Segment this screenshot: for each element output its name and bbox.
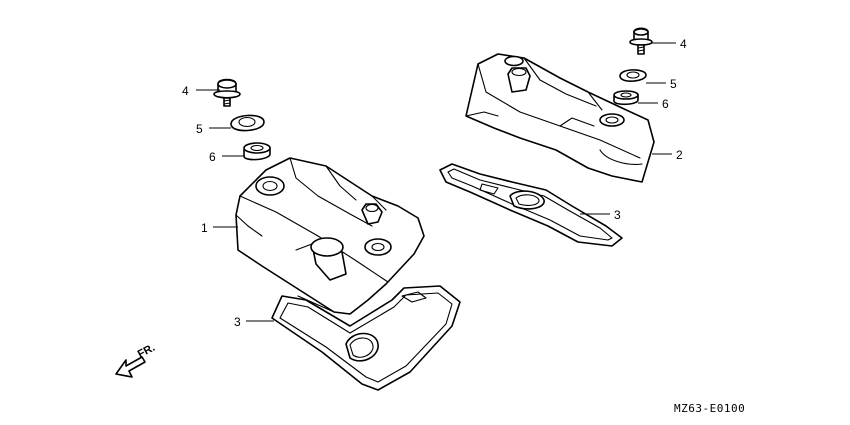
callout-labels: 4 5 6 1 3 4 5 6 2 3 <box>182 37 687 329</box>
washer-right <box>619 69 647 82</box>
callout-grommet-right: 6 <box>662 97 669 111</box>
callout-washer-right: 5 <box>670 77 677 91</box>
gasket-right <box>439 163 623 247</box>
grommet-left <box>243 142 271 161</box>
front-direction-label: FR. <box>136 342 157 361</box>
washer-left <box>230 114 265 132</box>
head-cover-right <box>465 53 655 183</box>
bolt-right <box>629 27 653 55</box>
callout-grommet-left: 6 <box>209 150 216 164</box>
callout-bolt-right: 4 <box>680 37 687 51</box>
callout-gasket-left: 3 <box>234 315 241 329</box>
callout-bolt-left: 4 <box>182 84 189 98</box>
grommet-right <box>613 90 639 106</box>
callout-gasket-right: 3 <box>614 208 621 222</box>
head-cover-left <box>235 157 425 315</box>
leader-lines <box>196 42 676 322</box>
gasket-left <box>271 285 461 391</box>
bolt-left <box>213 78 241 107</box>
callout-washer-left: 5 <box>196 122 203 136</box>
callout-head-cover-right: 2 <box>676 148 683 162</box>
drawing-code: MZ63-E0100 <box>674 402 745 415</box>
front-direction-arrow: FR. <box>115 342 157 378</box>
callout-head-cover-left: 1 <box>201 221 208 235</box>
